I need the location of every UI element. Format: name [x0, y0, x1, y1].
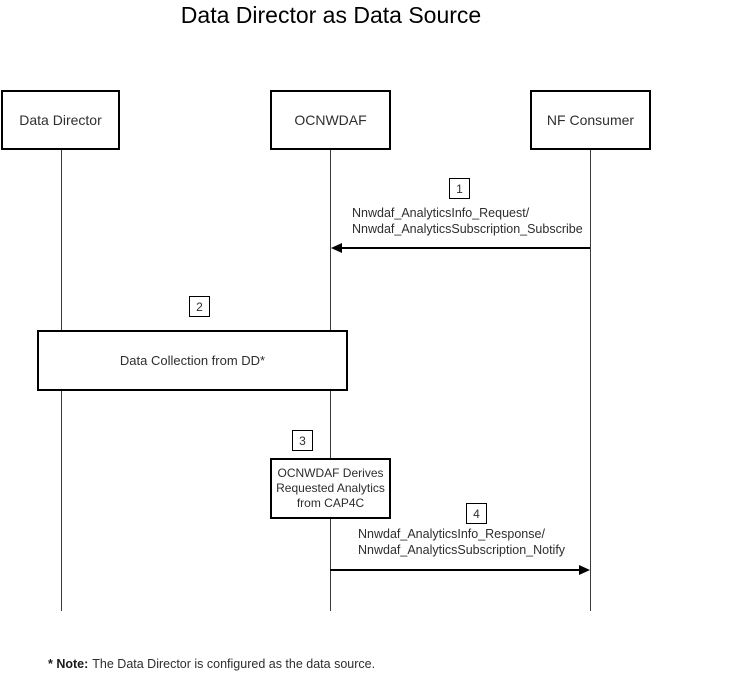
diagram-title: Data Director as Data Source [180, 2, 482, 28]
lifeline-nf-consumer [590, 150, 591, 611]
actor-box-data-director: Data Director [1, 90, 120, 150]
activity-box-derive-analytics: OCNWDAF Derives Requested Analytics from… [270, 458, 391, 519]
activity-label-data-collection: Data Collection from DD* [119, 353, 266, 368]
step-badge-2: 2 [189, 296, 210, 317]
actor-label-ocnwdaf: OCNWDAF [294, 112, 367, 128]
message-line-response [330, 569, 580, 571]
arrowhead-right-icon [579, 565, 590, 575]
message-line-request [341, 247, 590, 249]
actor-box-ocnwdaf: OCNWDAF [270, 90, 391, 150]
actor-label-data-director: Data Director [19, 112, 102, 128]
actor-label-nf-consumer: NF Consumer [546, 112, 635, 128]
message-label-response: Nnwdaf_AnalyticsInfo_Response/ Nnwdaf_An… [358, 527, 566, 557]
step-badge-3: 3 [292, 430, 313, 451]
footnote: * Note:The Data Director is configured a… [48, 656, 375, 672]
step-badge-4: 4 [466, 503, 487, 524]
actor-box-nf-consumer: NF Consumer [530, 90, 651, 150]
footnote-text: The Data Director is configured as the d… [92, 657, 376, 671]
footnote-prefix: * Note: [48, 657, 89, 671]
activity-label-derive-analytics: OCNWDAF Derives Requested Analytics from… [276, 466, 385, 510]
message-label-request: Nnwdaf_AnalyticsInfo_Request/ Nnwdaf_Ana… [352, 206, 583, 236]
arrowhead-left-icon [331, 243, 342, 253]
activity-box-data-collection: Data Collection from DD* [37, 330, 348, 391]
step-badge-1: 1 [449, 178, 470, 199]
